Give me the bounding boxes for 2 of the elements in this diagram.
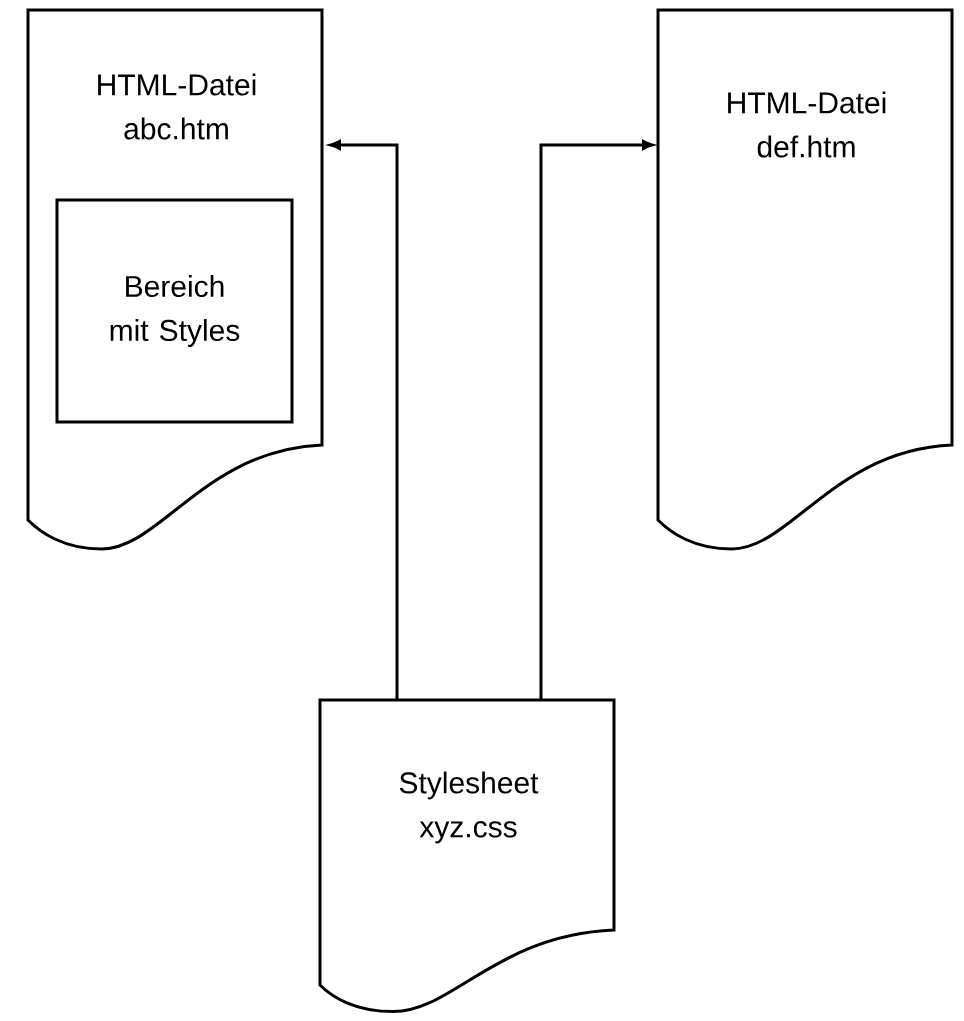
arrow xyxy=(539,140,654,700)
text-box: Bereich mit Styles xyxy=(55,198,294,424)
